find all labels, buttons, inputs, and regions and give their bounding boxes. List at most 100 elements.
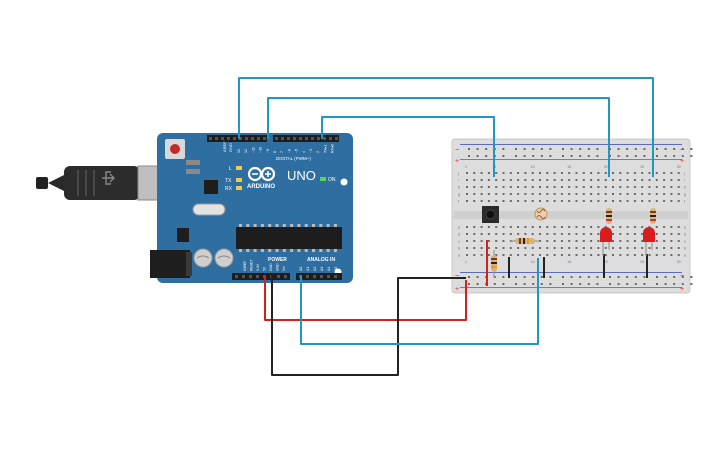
terminal-hole[interactable]: [524, 200, 527, 202]
rail-hole[interactable]: [596, 283, 599, 285]
rail-hole[interactable]: [587, 283, 590, 285]
terminal-hole[interactable]: [502, 186, 505, 188]
rail-hole[interactable]: [476, 148, 479, 150]
terminal-hole[interactable]: [626, 200, 629, 202]
terminal-hole[interactable]: [553, 172, 556, 174]
terminal-hole[interactable]: [466, 186, 468, 188]
terminal-hole[interactable]: [663, 226, 666, 228]
rail-hole[interactable]: [549, 283, 552, 285]
terminal-hole[interactable]: [466, 247, 468, 249]
terminal-hole[interactable]: [648, 179, 651, 181]
terminal-hole[interactable]: [641, 179, 644, 181]
terminal-hole[interactable]: [604, 247, 607, 249]
terminal-hole[interactable]: [531, 233, 534, 235]
terminal-hole[interactable]: [612, 172, 614, 174]
terminal-hole[interactable]: [487, 233, 490, 235]
rail-hole[interactable]: [587, 155, 590, 157]
rail-hole[interactable]: [476, 155, 479, 157]
terminal-hole[interactable]: [626, 179, 629, 181]
terminal-hole[interactable]: [495, 193, 498, 195]
terminal-hole[interactable]: [604, 186, 607, 188]
rail-hole[interactable]: [468, 283, 470, 285]
header-pin-hole[interactable]: [311, 137, 314, 140]
terminal-hole[interactable]: [517, 193, 520, 195]
terminal-hole[interactable]: [641, 186, 644, 188]
terminal-hole[interactable]: [590, 179, 593, 181]
terminal-hole[interactable]: [655, 247, 658, 249]
terminal-hole[interactable]: [502, 254, 505, 256]
terminal-hole[interactable]: [626, 226, 629, 228]
terminal-hole[interactable]: [502, 200, 505, 202]
terminal-hole[interactable]: [641, 226, 644, 228]
rail-hole[interactable]: [626, 276, 629, 278]
terminal-hole[interactable]: [590, 186, 593, 188]
red-led-1[interactable]: [600, 227, 612, 256]
terminal-hole[interactable]: [670, 240, 673, 242]
terminal-hole[interactable]: [466, 193, 468, 195]
terminal-hole[interactable]: [619, 247, 622, 249]
terminal-hole[interactable]: [560, 233, 563, 235]
terminal-hole[interactable]: [677, 179, 680, 181]
terminal-hole[interactable]: [575, 200, 578, 202]
terminal-hole[interactable]: [502, 172, 505, 174]
terminal-hole[interactable]: [619, 254, 622, 256]
terminal-hole[interactable]: [539, 226, 541, 228]
header-pin-hole[interactable]: [233, 137, 236, 140]
terminal-hole[interactable]: [560, 240, 563, 242]
rail-hole[interactable]: [673, 283, 676, 285]
rail-hole[interactable]: [673, 155, 676, 157]
header-pin-hole[interactable]: [215, 137, 218, 140]
terminal-hole[interactable]: [531, 254, 534, 256]
terminal-hole[interactable]: [546, 247, 549, 249]
terminal-hole[interactable]: [648, 172, 651, 174]
terminal-hole[interactable]: [487, 226, 490, 228]
usb-cable[interactable]: [36, 165, 163, 201]
terminal-hole[interactable]: [655, 193, 658, 195]
terminal-hole[interactable]: [509, 200, 512, 202]
red-led-2[interactable]: [643, 227, 655, 256]
terminal-hole[interactable]: [517, 172, 520, 174]
terminal-hole[interactable]: [560, 200, 563, 202]
wire-gnd-rail[interactable]: [271, 275, 466, 376]
terminal-hole[interactable]: [677, 226, 680, 228]
terminal-hole[interactable]: [553, 240, 556, 242]
terminal-hole[interactable]: [612, 179, 614, 181]
rail-hole[interactable]: [617, 148, 620, 150]
terminal-hole[interactable]: [487, 172, 490, 174]
terminal-hole[interactable]: [663, 247, 666, 249]
rail-hole[interactable]: [690, 283, 693, 285]
terminal-hole[interactable]: [582, 240, 585, 242]
terminal-hole[interactable]: [568, 240, 571, 242]
analog-header[interactable]: [296, 273, 342, 280]
terminal-hole[interactable]: [619, 186, 622, 188]
terminal-hole[interactable]: [466, 254, 468, 256]
rail-hole[interactable]: [549, 276, 552, 278]
terminal-hole[interactable]: [597, 193, 600, 195]
terminal-hole[interactable]: [663, 179, 666, 181]
terminal-hole[interactable]: [633, 193, 636, 195]
terminal-hole[interactable]: [641, 254, 644, 256]
terminal-hole[interactable]: [670, 226, 673, 228]
terminal-hole[interactable]: [590, 226, 593, 228]
terminal-hole[interactable]: [626, 254, 629, 256]
rail-hole[interactable]: [570, 276, 573, 278]
terminal-hole[interactable]: [509, 172, 512, 174]
terminal-hole[interactable]: [546, 179, 549, 181]
terminal-hole[interactable]: [670, 186, 673, 188]
terminal-hole[interactable]: [582, 193, 585, 195]
terminal-hole[interactable]: [473, 233, 476, 235]
terminal-hole[interactable]: [473, 193, 476, 195]
terminal-hole[interactable]: [626, 240, 629, 242]
rail-hole[interactable]: [681, 283, 684, 285]
terminal-hole[interactable]: [553, 179, 556, 181]
header-pin-hole[interactable]: [299, 137, 302, 140]
terminal-hole[interactable]: [473, 254, 476, 256]
rail-hole[interactable]: [656, 283, 658, 285]
terminal-hole[interactable]: [560, 247, 563, 249]
rail-hole[interactable]: [502, 283, 505, 285]
terminal-hole[interactable]: [677, 186, 680, 188]
terminal-hole[interactable]: [648, 186, 651, 188]
terminal-hole[interactable]: [633, 200, 636, 202]
terminal-hole[interactable]: [495, 233, 498, 235]
terminal-hole[interactable]: [539, 186, 541, 188]
